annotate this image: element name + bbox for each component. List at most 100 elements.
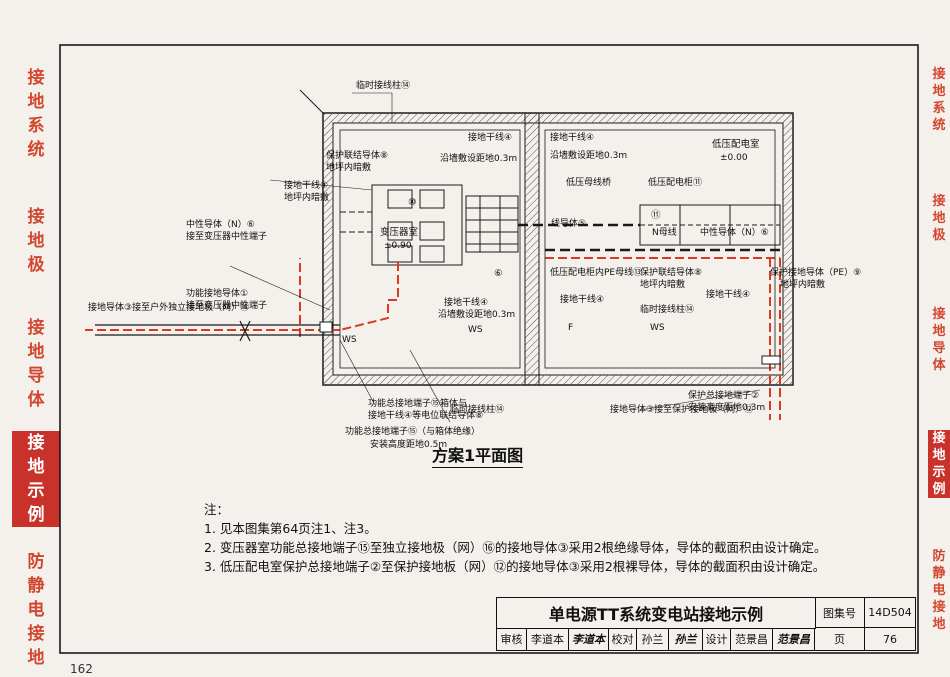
- right-tab-char: 接: [932, 431, 946, 446]
- label-ws-2: WS: [650, 323, 665, 333]
- right-tab-char: 电: [932, 583, 946, 598]
- label-wall-mount-a: 沿墙敷设距地0.3m: [440, 152, 517, 164]
- busbar-bridge: [465, 195, 519, 253]
- label-protective-terminal-2: 保护总接地端子②: [688, 389, 759, 401]
- notes-heading: 注：: [204, 502, 230, 517]
- label-earthing-main-line-1: 接地干线④: [284, 179, 328, 191]
- label-lv-room: 低压配电室: [712, 138, 760, 150]
- tab-earthing-system[interactable]: 接地系统: [12, 66, 60, 160]
- label-lv-busbar: 低压母线桥: [566, 176, 611, 188]
- right-tab-char: 地: [932, 84, 946, 99]
- tab-char: 例: [27, 505, 45, 525]
- label-lv-room-elev: ±0.00: [720, 153, 748, 163]
- label-transformer-room: 变压器室: [380, 226, 418, 238]
- check-label: 校对: [609, 628, 637, 650]
- label-earth-conductor-protective: 接地导体③接至保护接地极（网）⑫: [610, 403, 753, 415]
- label-func-terminal-15: 功能总接地端子⑮箱体与: [368, 397, 467, 409]
- tab-char: 系: [27, 116, 45, 136]
- title-block: 单电源TT系统变电站接地示例 图集号 14D504 审核 李道本 李道本 校对 …: [496, 597, 916, 651]
- note-2: 2. 变压器室功能总接地端子⑮至独立接地极（网）⑯的接地导体③采用2根绝缘导体，…: [204, 540, 827, 555]
- right-tab-5: 防静电接地: [928, 548, 950, 633]
- label-neutral-n-label: 中性导体（N）⑥: [700, 226, 769, 238]
- red-conductors: [85, 257, 781, 420]
- tab-char: 地: [27, 231, 45, 251]
- right-tab-char: 地: [932, 211, 946, 226]
- tab-char: 地: [27, 92, 45, 112]
- right-tab-char: 地: [932, 617, 946, 632]
- review-label: 审核: [497, 628, 527, 650]
- right-tab-3: 接地导体: [928, 306, 950, 374]
- designer-signature: 范景昌: [773, 628, 815, 650]
- page-number: 76: [883, 632, 897, 646]
- designer-name: 范景昌: [731, 628, 773, 650]
- earthing-main-line: [339, 129, 776, 369]
- tab-char: 地: [27, 342, 45, 362]
- right-tab-char: 接: [932, 600, 946, 615]
- label-func-terminal-15b: 接地干线④等电位联结导体⑧: [368, 409, 483, 421]
- tab-char: 接: [27, 207, 45, 227]
- label-wall-mount-b: 沿墙敷设距地0.3m: [550, 149, 627, 161]
- right-tab-char: 统: [932, 118, 946, 133]
- reviewer-signature: 李道本: [569, 628, 609, 650]
- drawing-title: 单电源TT系统变电站接地示例: [497, 598, 816, 629]
- label-pe-line-in-cabinet: 低压配电柜内PE母线⑬: [550, 266, 642, 278]
- book-page-number: 162: [70, 662, 93, 676]
- reviewer-name: 李道本: [527, 628, 569, 650]
- tab-earth-conductor[interactable]: 接地导体: [12, 316, 60, 410]
- transformer: [371, 184, 463, 266]
- tab-char: 接: [27, 318, 45, 338]
- tab-char: 统: [27, 140, 45, 160]
- right-tab-1: 接地系统: [928, 66, 950, 134]
- label-earth-conductor-outdoor: 接地导体③接至户外独立接地极（网）⑯: [88, 301, 249, 313]
- tab-earth-electrode[interactable]: 接地极: [12, 205, 60, 285]
- right-tab-char: 示: [932, 465, 946, 480]
- tab-char: 地: [27, 457, 45, 477]
- right-tab-char: 接: [932, 194, 946, 209]
- right-tab-char: 体: [932, 358, 946, 373]
- label-f-mark: F: [568, 323, 573, 333]
- tab-earthing-examples[interactable]: 接地示例: [12, 431, 60, 527]
- right-tab-2: 接地极: [928, 193, 950, 244]
- right-tab-4: 接地示例: [928, 430, 950, 498]
- label-main-line-bottom: 接地干线④: [444, 296, 488, 308]
- note-3: 3. 低压配电室保护总接地端子②至保护接地板（网）⑫的接地导体③采用2根裸导体，…: [204, 559, 826, 574]
- label-install-height-05: 安装高度距地0.5m: [370, 438, 447, 450]
- right-tab-char: 地: [932, 448, 946, 463]
- tab-char: 导: [27, 366, 45, 386]
- label-neutral-conductor: 中性导体（N）⑥: [186, 218, 255, 230]
- building-walls: [299, 89, 794, 386]
- label-main-line-2: 接地干线④: [560, 293, 604, 305]
- right-tab-char: 接: [932, 307, 946, 322]
- tab-antistatic-earthing[interactable]: 防静电接地: [12, 550, 60, 668]
- terminals: [319, 321, 781, 365]
- bus-lines: [340, 211, 780, 252]
- tab-char: 接: [27, 433, 45, 453]
- label-floor-dark-2: 地坪内暗敷: [284, 191, 329, 203]
- label-connect-transformer-neutral: 接至变压器中性端子: [186, 299, 267, 311]
- label-ws-1: WS: [468, 325, 483, 335]
- label-transformer-elev: ±0.90: [384, 241, 412, 251]
- label-temp-post-bottom: 临时接线柱⑭: [450, 403, 504, 415]
- page-label: 页: [815, 628, 865, 650]
- label-floor-dark-3: 地坪内暗敷: [640, 278, 685, 290]
- tab-char: 接: [27, 68, 45, 88]
- checker-signature: 孙兰: [669, 628, 703, 650]
- tab-char: 体: [27, 390, 45, 410]
- label-main-line-wall-a: 接地干线④: [468, 131, 512, 143]
- note-1: 1. 见本图集第64页注1、注3。: [204, 521, 377, 536]
- label-temp-post-top: 临时接线柱⑭: [356, 79, 410, 91]
- label-protective-bond-2: 保护联结导体⑧: [640, 266, 702, 278]
- label-num-6: ⑥: [494, 268, 503, 279]
- label-num-10: ⑩: [408, 197, 417, 208]
- label-temp-post-2: 临时接线柱⑭: [640, 303, 694, 315]
- notes: 注： 1. 见本图集第64页注1、注3。 2. 变压器室功能总接地端子⑮至独立接…: [204, 500, 827, 576]
- label-main-line-wall-b: 接地干线④: [550, 131, 594, 143]
- tab-char: 电: [27, 600, 45, 620]
- label-connect-neutral-terminal: 接至变压器中性端子: [186, 230, 267, 242]
- label-bus-line: 线导体⑤: [551, 217, 586, 229]
- label-ws-3: WS: [342, 335, 357, 345]
- atlas-number: 14D504: [865, 598, 915, 628]
- tab-char: 示: [27, 481, 45, 501]
- atlas-label: 图集号: [815, 598, 865, 628]
